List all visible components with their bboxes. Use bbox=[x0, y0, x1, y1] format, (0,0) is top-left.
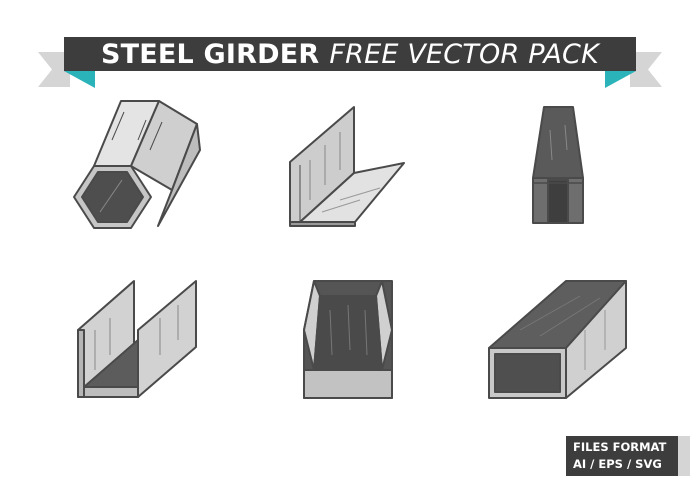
ribbon-right-tail bbox=[630, 52, 662, 87]
banner-title: STEEL GIRDER FREE VECTOR PACK bbox=[64, 37, 636, 71]
banner-title-light: FREE VECTOR PACK bbox=[329, 38, 600, 70]
files-format-badge bbox=[566, 436, 690, 476]
rectangular-tube-girder-icon bbox=[488, 280, 627, 399]
u-channel-girder-icon bbox=[77, 280, 197, 398]
ribbon-left-fold bbox=[64, 71, 95, 88]
ribbon-left-tail bbox=[38, 52, 70, 87]
files-format-line1: FILES FORMAT bbox=[573, 440, 667, 454]
banner-title-bold: STEEL GIRDER bbox=[100, 38, 320, 70]
ribbon-right-fold bbox=[605, 71, 636, 88]
files-format-line2: AI / EPS / SVG bbox=[573, 457, 662, 471]
banner-bar bbox=[64, 37, 636, 71]
title-banner bbox=[38, 37, 662, 88]
c-channel-girder-icon bbox=[303, 280, 393, 399]
angle-girder-icon bbox=[289, 106, 405, 227]
t-girder-icon bbox=[532, 106, 584, 224]
files-format-text: FILES FORMAT AI / EPS / SVG bbox=[566, 436, 678, 476]
hexagonal-tube-girder-icon bbox=[73, 100, 201, 229]
